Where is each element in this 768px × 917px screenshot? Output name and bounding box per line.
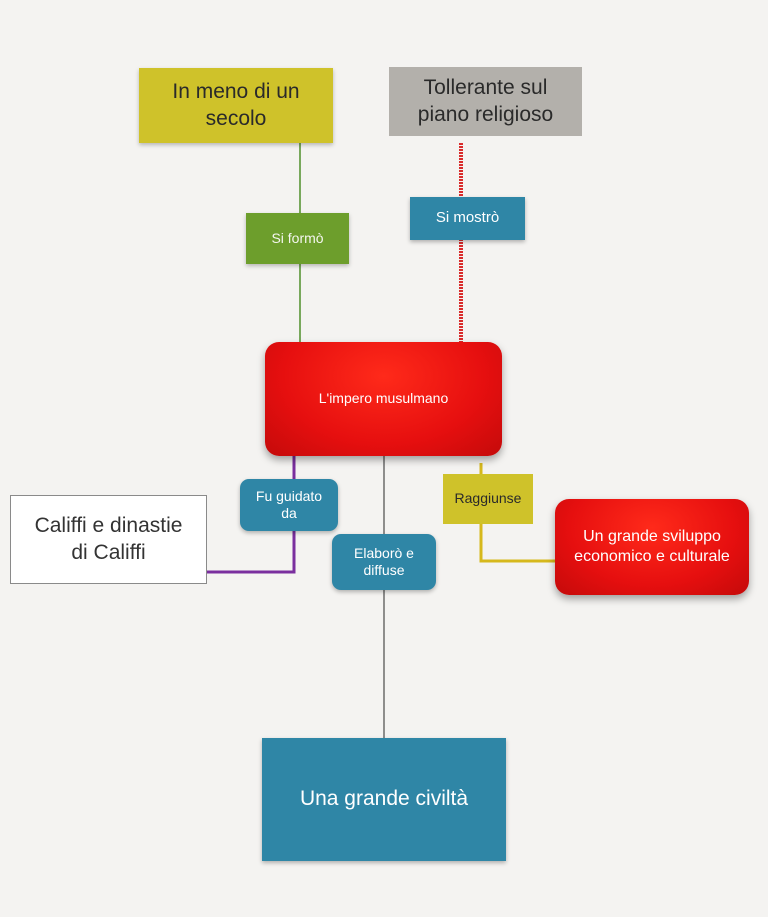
node-in-meno-di-un-secolo[interactable]: In meno di un secolo <box>139 68 333 143</box>
node-elaboro-e-diffuse[interactable]: Elaborò e diffuse <box>332 534 436 590</box>
node-califfi-e-dinastie[interactable]: Califfi e dinastie di Califfi <box>10 495 207 584</box>
node-fu-guidato-da[interactable]: Fu guidato da <box>240 479 338 531</box>
node-raggiunse[interactable]: Raggiunse <box>443 474 533 524</box>
node-grande-sviluppo[interactable]: Un grande sviluppo economico e culturale <box>555 499 749 595</box>
node-si-mostro[interactable]: Si mostrò <box>410 197 525 240</box>
node-impero-musulmano[interactable]: L'impero musulmano <box>265 342 502 456</box>
node-tollerante-sul-piano-religioso[interactable]: Tollerante sul piano religioso <box>389 67 582 136</box>
node-una-grande-civilta[interactable]: Una grande civiltà <box>262 738 506 861</box>
node-si-formo[interactable]: Si formò <box>246 213 349 264</box>
